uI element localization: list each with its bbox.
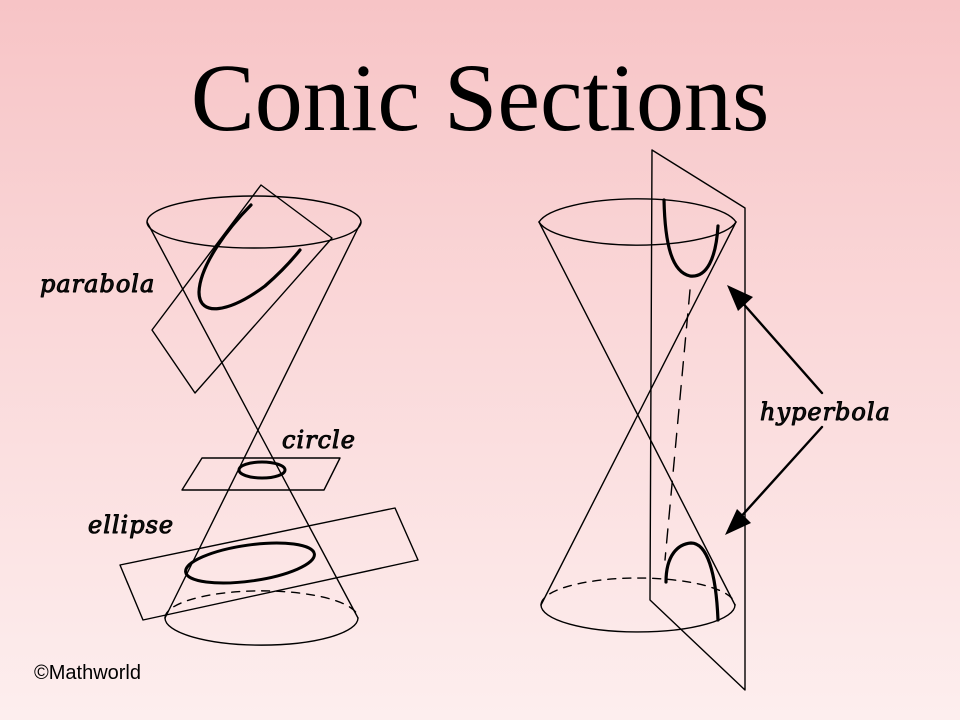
left-double-cone xyxy=(146,195,362,646)
right-cone-bottom-rim-front xyxy=(540,604,736,633)
ellipse-label: ellipse xyxy=(88,511,174,539)
right-double-cone xyxy=(538,198,737,633)
left-cone-bottom-rim-back xyxy=(164,590,359,619)
circle-label: circle xyxy=(282,426,356,454)
hyperbola-label: hyperbola xyxy=(760,398,891,426)
right-cone-bottom-rim-back xyxy=(540,577,736,606)
parabola-plane xyxy=(151,184,333,394)
hyperbola-arrows xyxy=(725,285,824,535)
circle-plane xyxy=(181,457,341,491)
left-cone-generator-a xyxy=(146,221,359,619)
credit-text: ©Mathworld xyxy=(34,662,141,684)
left-cone-top-rim xyxy=(146,195,362,249)
ellipse-plane xyxy=(119,507,419,621)
right-cone-hidden-edge xyxy=(664,289,691,561)
right-cone-generator-b xyxy=(540,221,737,606)
right-cone-top-rim-front xyxy=(538,221,737,246)
circle-curve xyxy=(237,460,287,480)
hyperbola-upper-branch xyxy=(662,198,720,278)
hyperbola-lower-branch xyxy=(664,541,720,622)
slide-title: Conic Sections xyxy=(190,44,770,151)
parabola-curve xyxy=(197,203,302,311)
right-cone-top-rim-back xyxy=(538,198,737,223)
parabola-label: parabola xyxy=(40,270,155,298)
hyperbola-plane xyxy=(649,149,746,691)
ellipse-curve xyxy=(184,541,316,585)
left-cone-generator-b xyxy=(164,221,362,619)
right-cone-generator-a xyxy=(538,221,736,606)
left-cone-bottom-rim-front xyxy=(164,617,359,646)
